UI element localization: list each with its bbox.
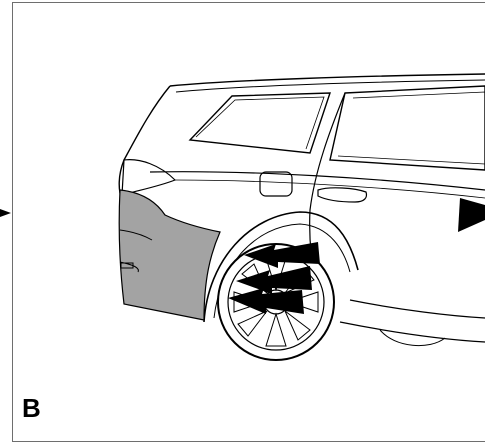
arrow-left-icon (236, 266, 312, 294)
panel-label: B (22, 393, 41, 423)
fuel-flap (259, 171, 293, 197)
bumper-crease (119, 229, 153, 241)
arrows (228, 242, 320, 314)
shoulder-line (149, 171, 485, 191)
rear-door-window-inner (337, 91, 485, 165)
arrow-left-icon (228, 288, 304, 314)
rear-quarter-window-inner (195, 96, 325, 150)
side-sill (349, 299, 485, 319)
roof-line (169, 73, 485, 87)
side-sill-lower (339, 321, 485, 343)
arrow-left-icon (244, 242, 320, 268)
left-pointer-icon (0, 209, 11, 217)
rear-door-window (329, 85, 485, 171)
tail-light (121, 159, 177, 196)
wheel-arch (203, 211, 359, 323)
roof-line-inner (175, 79, 485, 93)
rear-bumper-fill (118, 189, 221, 321)
front-wheel-hint (379, 329, 446, 347)
rear-quarter-window (188, 92, 331, 154)
door-handle (317, 187, 368, 203)
reflector (120, 262, 134, 269)
right-pointer-icon (458, 198, 485, 232)
body-rear-outline (118, 85, 171, 201)
panel-border (12, 2, 485, 442)
shoulder-line-2 (174, 179, 485, 199)
